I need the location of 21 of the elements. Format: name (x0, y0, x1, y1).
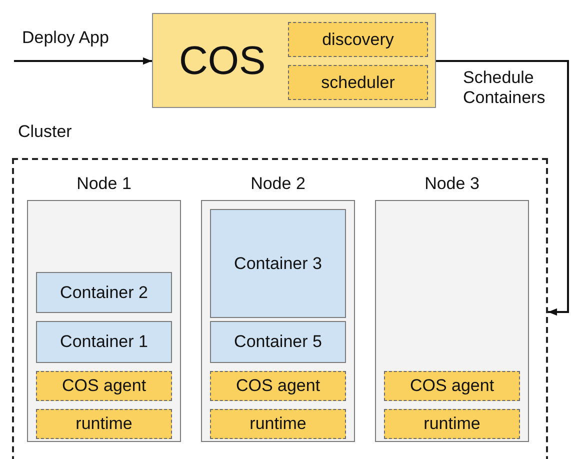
box-title: COS (179, 38, 266, 85)
component-box: scheduler (288, 65, 428, 100)
component-box: runtime (210, 409, 346, 439)
cluster-title: Cluster (18, 122, 72, 142)
component-box: runtime (384, 409, 520, 439)
node-title: Node 2 (250, 174, 306, 194)
component-box: runtime (36, 409, 172, 439)
container-box: Container 1 (36, 321, 172, 363)
component-box: COS agent (384, 371, 520, 401)
component-box: discovery (288, 22, 428, 57)
container-box: Container 5 (210, 321, 346, 363)
container-box: Container 3 (210, 209, 346, 318)
container-box: Container 2 (36, 272, 172, 313)
edge-label: Deploy App (22, 28, 109, 48)
arrow (436, 60, 569, 316)
node-title: Node 3 (424, 174, 480, 194)
component-box: COS agent (36, 371, 172, 401)
node-title: Node 1 (76, 174, 132, 194)
orchestrator-box (152, 13, 436, 108)
component-box: COS agent (210, 371, 346, 401)
arrow (14, 57, 152, 65)
